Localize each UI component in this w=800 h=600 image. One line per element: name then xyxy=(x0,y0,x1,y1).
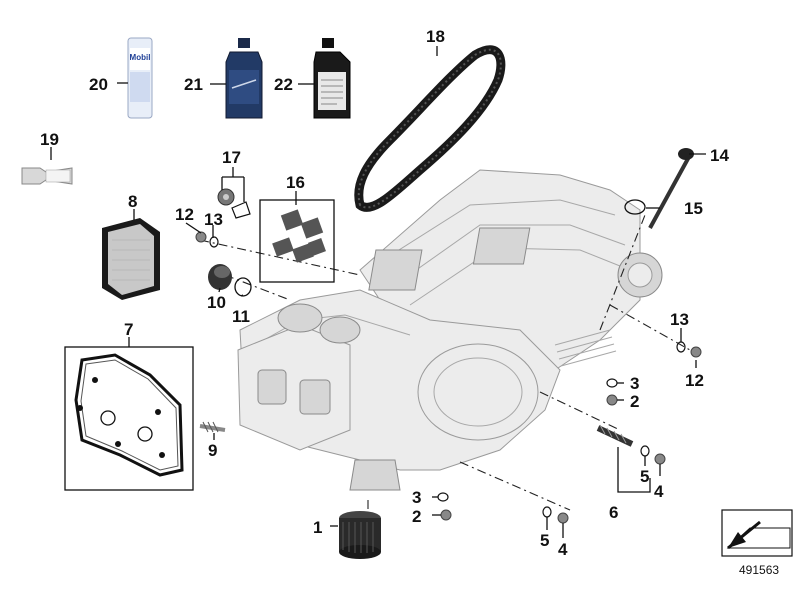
callout-3-bottom: 3 xyxy=(412,488,421,507)
dipstick-part xyxy=(648,148,694,229)
callout-21: 21 xyxy=(184,75,203,94)
callout-11: 11 xyxy=(232,307,250,326)
drain-plug-part-right xyxy=(676,341,702,358)
callout-3-mid: 3 xyxy=(630,374,639,393)
callout-7: 7 xyxy=(124,320,133,339)
gasket-part xyxy=(64,346,194,491)
callout-16: 16 xyxy=(286,173,305,192)
sensor-plug-part-mid xyxy=(606,378,618,406)
callout-4-bottom: 4 xyxy=(558,540,568,559)
nut-seal-part xyxy=(217,188,251,219)
filler-cap-part xyxy=(208,264,232,290)
spark-plug-part xyxy=(199,421,226,433)
shaft-assembly-part xyxy=(596,424,666,493)
leader-lines xyxy=(50,46,706,538)
callout-5-right: 5 xyxy=(640,467,649,486)
engine-gearbox-illustration xyxy=(237,169,663,491)
oil-bottle-blue-part xyxy=(225,38,263,119)
drain-plug-part-top xyxy=(195,231,219,248)
callout-20: 20 xyxy=(89,75,108,94)
callout-2-mid: 2 xyxy=(630,392,639,411)
callout-4-right: 4 xyxy=(654,482,664,501)
callout-6: 6 xyxy=(609,503,618,522)
callout-17: 17 xyxy=(222,148,241,167)
callout-15: 15 xyxy=(684,199,703,218)
callout-9: 9 xyxy=(208,441,217,460)
callout-12-right: 12 xyxy=(685,371,704,390)
callout-1: 1 xyxy=(313,518,322,537)
drive-belt-part xyxy=(354,45,506,212)
callout-12-top: 12 xyxy=(175,205,194,224)
callout-18: 18 xyxy=(426,27,445,46)
air-filter-part xyxy=(102,218,160,300)
diagram-reference-box: 491563 xyxy=(721,509,793,577)
oil-filter-part xyxy=(339,511,381,559)
callout-22: 22 xyxy=(274,75,293,94)
sealant-tube-part xyxy=(21,167,73,185)
callout-5-bottom: 5 xyxy=(540,531,549,550)
bearing-set-part xyxy=(259,199,335,283)
grease-tube-part: Mobil xyxy=(127,37,153,119)
grease-tube-brand-label: Mobil xyxy=(130,53,151,62)
callout-numbers: 20 21 22 18 19 8 12 13 17 16 10 11 7 9 1… xyxy=(40,27,729,559)
sensor-plug-part-bottom xyxy=(437,492,569,524)
reference-number: 491563 xyxy=(739,563,779,577)
callout-8: 8 xyxy=(128,192,137,211)
callout-10: 10 xyxy=(207,293,226,312)
oil-bottle-black-part xyxy=(313,38,351,119)
callout-14: 14 xyxy=(710,146,729,165)
callout-13-top: 13 xyxy=(204,210,223,229)
callout-13-right: 13 xyxy=(670,310,689,329)
o-ring-part xyxy=(234,277,252,297)
callout-19: 19 xyxy=(40,130,59,149)
callout-2-bottom: 2 xyxy=(412,507,421,526)
assembly-center-lines xyxy=(199,214,691,515)
dipstick-o-ring-part xyxy=(624,199,646,215)
